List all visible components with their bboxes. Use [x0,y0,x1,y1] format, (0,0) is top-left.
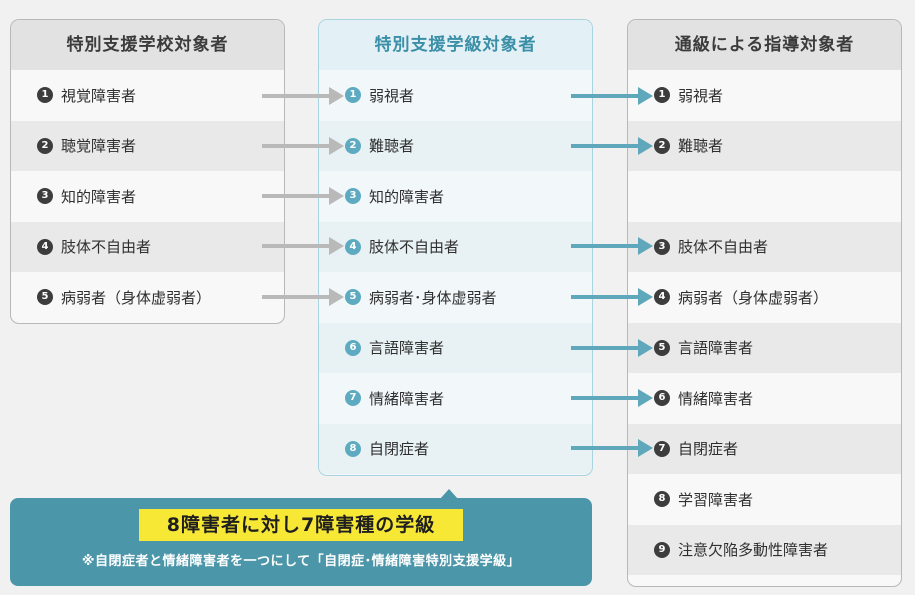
number-badge: 1 [37,87,53,104]
teal-arrow [571,288,653,306]
list-item: 3 知的障害者 [319,171,592,222]
item-label: 自閉症者 [678,440,739,459]
item-label: 知的障害者 [61,187,137,206]
list-item: 7 情緒障害者 [319,373,592,424]
column-header: 通級による指導対象者 [628,20,901,70]
number-badge: 7 [345,390,361,407]
number-badge: 3 [654,238,670,255]
item-label: 情緒障害者 [369,389,445,408]
item-label: 学習障害者 [678,490,754,509]
list-item: 8 自閉症者 [319,423,592,474]
list-item: 4 肢体不自由者 [319,221,592,272]
number-badge: 1 [654,87,670,104]
number-badge: 2 [654,137,670,154]
gray-arrow [262,137,344,155]
list-item: 2 難聴者 [628,120,901,171]
list-item: 1 視覚障害者 [11,70,284,121]
teal-arrow [571,237,653,255]
number-badge: 1 [345,87,361,104]
number-badge: 8 [654,491,670,508]
list-item: 2 難聴者 [319,120,592,171]
number-badge: 3 [37,188,53,205]
teal-arrow [571,389,653,407]
summary-callout: 8障害者に対し7障害種の学級 ※自閉症者と情緒障害者を一つにして「自閉症･情緒障… [10,498,592,586]
column-resource-room: 通級による指導対象者 1 弱視者 2 難聴者 3 肢体不自由者 4 病弱者（身体虚弱者）… [627,19,902,587]
teal-arrow [571,439,653,457]
number-badge: 6 [345,339,361,356]
number-badge: 2 [37,137,53,154]
list-item: 3 知的障害者 [11,171,284,222]
list-item: 6 言語障害者 [319,322,592,373]
list-item: 5 病弱者（身体虚弱者） [11,272,284,323]
item-label: 視覚障害者 [61,86,137,105]
number-badge: 6 [654,390,670,407]
item-label: 弱視者 [678,86,724,105]
column-header: 特別支援学級対象者 [319,20,592,70]
callout-highlight: 8障害者に対し7障害種の学級 [139,509,463,541]
number-badge: 4 [654,289,670,306]
item-label: 知的障害者 [369,187,445,206]
callout-pointer [440,489,458,499]
item-label: 肢体不自由者 [369,238,460,257]
list-item: 5 言語障害者 [628,322,901,373]
callout-note: ※自閉症者と情緒障害者を一つにして「自閉症･情緒障害特別支援学級」 [81,554,521,569]
number-badge: 5 [345,289,361,306]
item-label: 肢体不自由者 [61,238,152,257]
gray-arrow [262,187,344,205]
number-badge: 4 [37,238,53,255]
item-label: 病弱者（身体虚弱者） [61,288,212,307]
column-special-class: 特別支援学級対象者 1 弱視者 2 難聴者 3 知的障害者 4 肢体不自由者 5 病弱者･… [318,19,593,476]
item-label: 難聴者 [369,137,415,156]
teal-arrow [571,339,653,357]
item-label: 聴覚障害者 [61,137,137,156]
item-label: 弱視者 [369,86,415,105]
list-item: 1 弱視者 [628,70,901,121]
item-label: 言語障害者 [678,339,754,358]
list-item: 1 弱視者 [319,70,592,121]
number-badge: 2 [345,137,361,154]
number-badge: 4 [345,238,361,255]
column-header: 特別支援学校対象者 [11,20,284,70]
item-label: 注意欠陥多動性障害者 [678,541,829,560]
list-item: 6 情緒障害者 [628,373,901,424]
list-item: 4 肢体不自由者 [11,221,284,272]
column-special-school: 特別支援学校対象者 1 視覚障害者 2 聴覚障害者 3 知的障害者 4 肢体不自由者 5… [10,19,285,324]
item-label: 言語障害者 [369,339,445,358]
list-item: 3 肢体不自由者 [628,221,901,272]
item-label: 自閉症者 [369,440,430,459]
number-badge: 7 [654,440,670,457]
list-item: 2 聴覚障害者 [11,120,284,171]
teal-arrow [571,137,653,155]
gray-arrow [262,87,344,105]
item-label: 肢体不自由者 [678,238,769,257]
teal-arrow [571,87,653,105]
number-badge: 5 [37,289,53,306]
list-item: 4 病弱者（身体虚弱者） [628,272,901,323]
number-badge: 3 [345,188,361,205]
number-badge: 8 [345,440,361,457]
gray-arrow [262,288,344,306]
list-item: 8 学習障害者 [628,474,901,525]
gray-arrow [262,237,344,255]
list-item: 5 病弱者･身体虚弱者 [319,272,592,323]
number-badge: 5 [654,339,670,356]
list-item: 7 自閉症者 [628,423,901,474]
list-item: 9 注意欠陥多動性障害者 [628,524,901,575]
item-label: 病弱者（身体虚弱者） [678,288,829,307]
item-label: 病弱者･身体虚弱者 [369,288,497,307]
number-badge: 9 [654,541,670,558]
item-label: 難聴者 [678,137,724,156]
item-label: 情緒障害者 [678,389,754,408]
